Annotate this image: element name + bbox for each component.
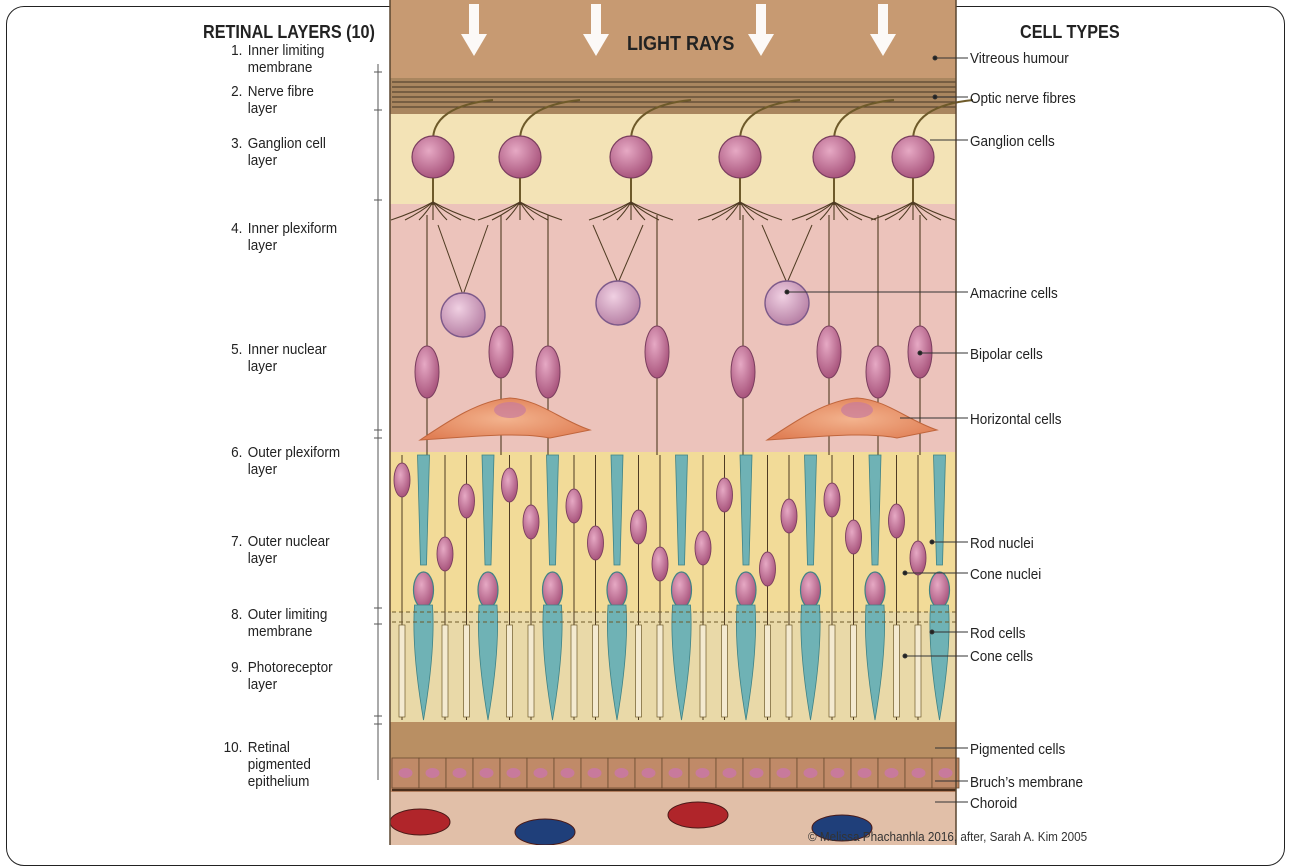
layer-number: 1. [219,42,242,59]
layer-label-line: layer [248,358,277,375]
copyright-credit: © Melissa Phachanhla 2016, after, Sarah … [808,829,1087,844]
cell-type-label: Bruch’s membrane [970,774,1083,791]
pigmented-cell [392,758,419,788]
layer-label-line: Outer nuclear [248,533,330,550]
layer-label-line: Outer plexiform [248,444,340,461]
light-rays-title: LIGHT RAYS [627,33,734,56]
pigmented-cell [473,758,500,788]
cell-type-label: Cone nuclei [970,566,1041,583]
pigmented-cell [743,758,770,788]
pigment-band [390,722,956,758]
retinal-layers-title: RETINAL LAYERS (10) [203,22,375,43]
layer-label-line: Photoreceptor [248,659,333,676]
layer-label-line: membrane [248,59,313,76]
layer-label-line: membrane [248,623,313,640]
pigmented-cell [527,758,554,788]
cell-type-label: Bipolar cells [970,346,1043,363]
layer-label-line: Outer limiting [248,606,328,623]
choroid-vessel [515,819,575,845]
cell-type-label: Cone cells [970,648,1033,665]
cell-type-label: Rod nuclei [970,535,1034,552]
layer-scale [374,64,382,780]
pigmented-cell [689,758,716,788]
pigmented-cell [635,758,662,788]
pigmented-cell [824,758,851,788]
layer-label-line: layer [248,461,277,478]
layer-number: 4. [219,220,242,237]
layer-label-line: layer [248,152,277,169]
pigmented-cell [932,758,959,788]
retina-illustration [0,0,1293,845]
pigmented-cell [797,758,824,788]
cell-type-label: Horizontal cells [970,411,1062,428]
cell-type-label: Choroid [970,795,1017,812]
pigmented-cell [419,758,446,788]
pigmented-cell [662,758,689,788]
cell-type-label: Amacrine cells [970,285,1058,302]
cell-types-title: CELL TYPES [1020,22,1120,43]
layer-number: 3. [219,135,242,152]
layer-number: 9. [219,659,242,676]
layer-number: 10. [219,739,242,756]
layer-label-line: Inner plexiform [248,220,337,237]
layer-label-line: Inner nuclear [248,341,327,358]
pigmented-cell [554,758,581,788]
layer-number: 8. [219,606,242,623]
layer-label-line: pigmented [248,756,311,773]
ganglion-layer-band [390,114,956,204]
layer-label-line: layer [248,550,277,567]
choroid-vessel [390,809,450,835]
layer-label-line: Ganglion cell [248,135,326,152]
cell-type-label: Pigmented cells [970,741,1065,758]
choroid-vessel [668,802,728,828]
pigmented-cell [851,758,878,788]
layer-label-line: layer [248,100,277,117]
pigmented-cell [905,758,932,788]
cell-type-label: Rod cells [970,625,1026,642]
pigmented-cell [500,758,527,788]
layer-label-line: Retinal [248,739,290,756]
cell-type-label: Optic nerve fibres [970,90,1076,107]
cell-type-label: Ganglion cells [970,133,1055,150]
layer-number: 6. [219,444,242,461]
pigmented-cell [716,758,743,788]
layer-label-line: Inner limiting [248,42,325,59]
layer-label-line: layer [248,237,277,254]
cell-type-label: Vitreous humour [970,50,1069,67]
layer-label-line: Nerve fibre [248,83,314,100]
layer-number: 7. [219,533,242,550]
pigmented-cell [770,758,797,788]
pigmented-cell [581,758,608,788]
layer-number: 2. [219,83,242,100]
pigmented-cell [608,758,635,788]
nerve-fibre-band [390,78,956,114]
pigmented-cell [446,758,473,788]
layer-label-line: epithelium [248,773,310,790]
pigmented-cell [878,758,905,788]
layer-label-line: layer [248,676,277,693]
layer-number: 5. [219,341,242,358]
